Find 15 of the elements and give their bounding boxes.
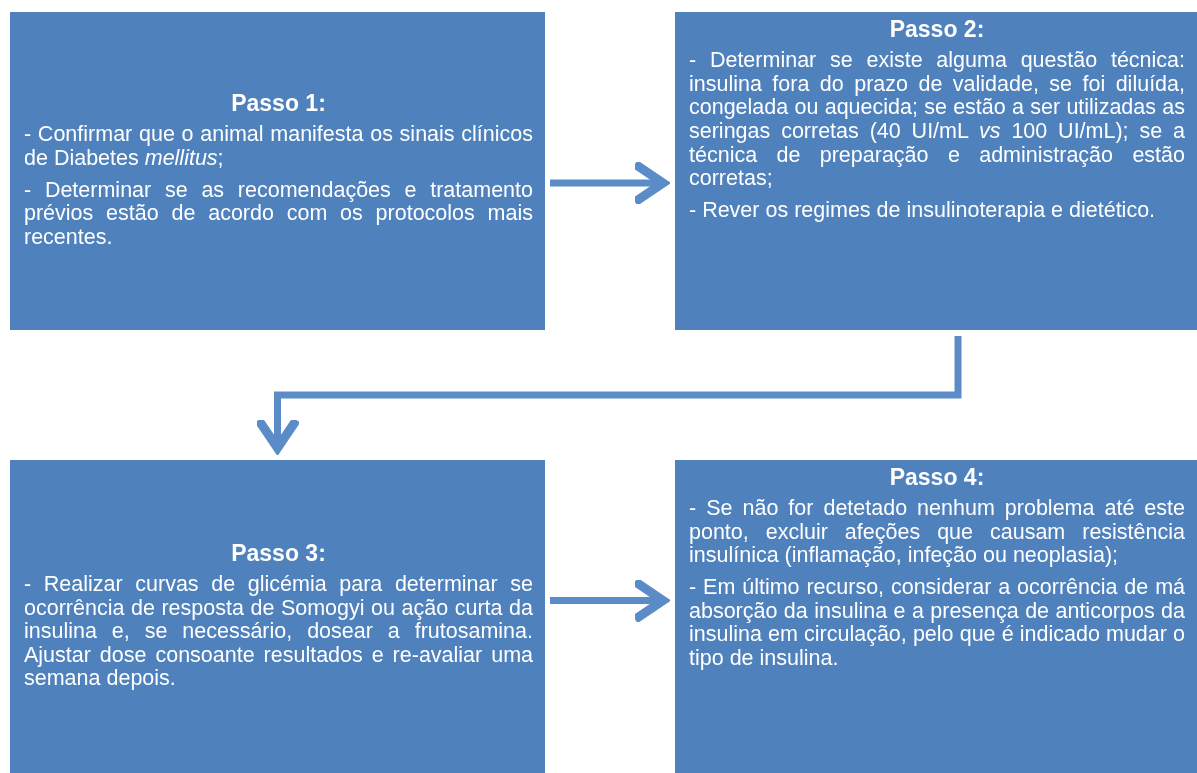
step-text: - Rever os regimes de insulinoterapia e dietético. xyxy=(689,198,1157,223)
step-heading: Passo 4: xyxy=(888,464,986,491)
step-text: - Determinar se as recomendações e tratamento prévios estão de acordo com os protocolos mais recentes. xyxy=(24,178,533,250)
step-text: - Realizar curvas de glicémia para determinar se ocorrência de resposta de Somogyi ou ação curta da insulina e, se necessário, dosear a frutosamina. Ajustar dose consoante resultados e re-avaliar uma semana depois. xyxy=(24,572,533,692)
step-text: - Determinar se existe alguma questão técnica: insulina fora do prazo de validade, se foi diluída, congelada ou aquecida; se estão a ser utilizadas as seringas corretas (40 UI/mL vs 100 UI/mL); se a técnica de preparação e administração estão corretas; xyxy=(689,49,1185,191)
step-box xyxy=(675,12,1197,330)
step-heading: Passo 2: xyxy=(888,16,986,43)
step-heading: Passo 3: xyxy=(230,539,327,567)
step-box xyxy=(10,460,545,773)
step-heading: Passo 1: xyxy=(230,90,327,118)
step-box xyxy=(675,460,1197,773)
step-text: - Em último recurso, considerar a ocorrência de má absorção da insulina e a presença de anticorpos da insulina em circulação, pelo que é indicado mudar o tipo de insulina. xyxy=(689,575,1185,671)
step-text: - Confirmar que o animal manifesta os sinais clínicos de Diabetes mellitus; xyxy=(24,123,533,171)
step-box xyxy=(10,12,545,330)
step-text: - Se não for detetado nenhum problema até este ponto, excluir afeções que causam resistência insulínica (inflamação, infeção ou neoplasia); xyxy=(689,497,1185,568)
